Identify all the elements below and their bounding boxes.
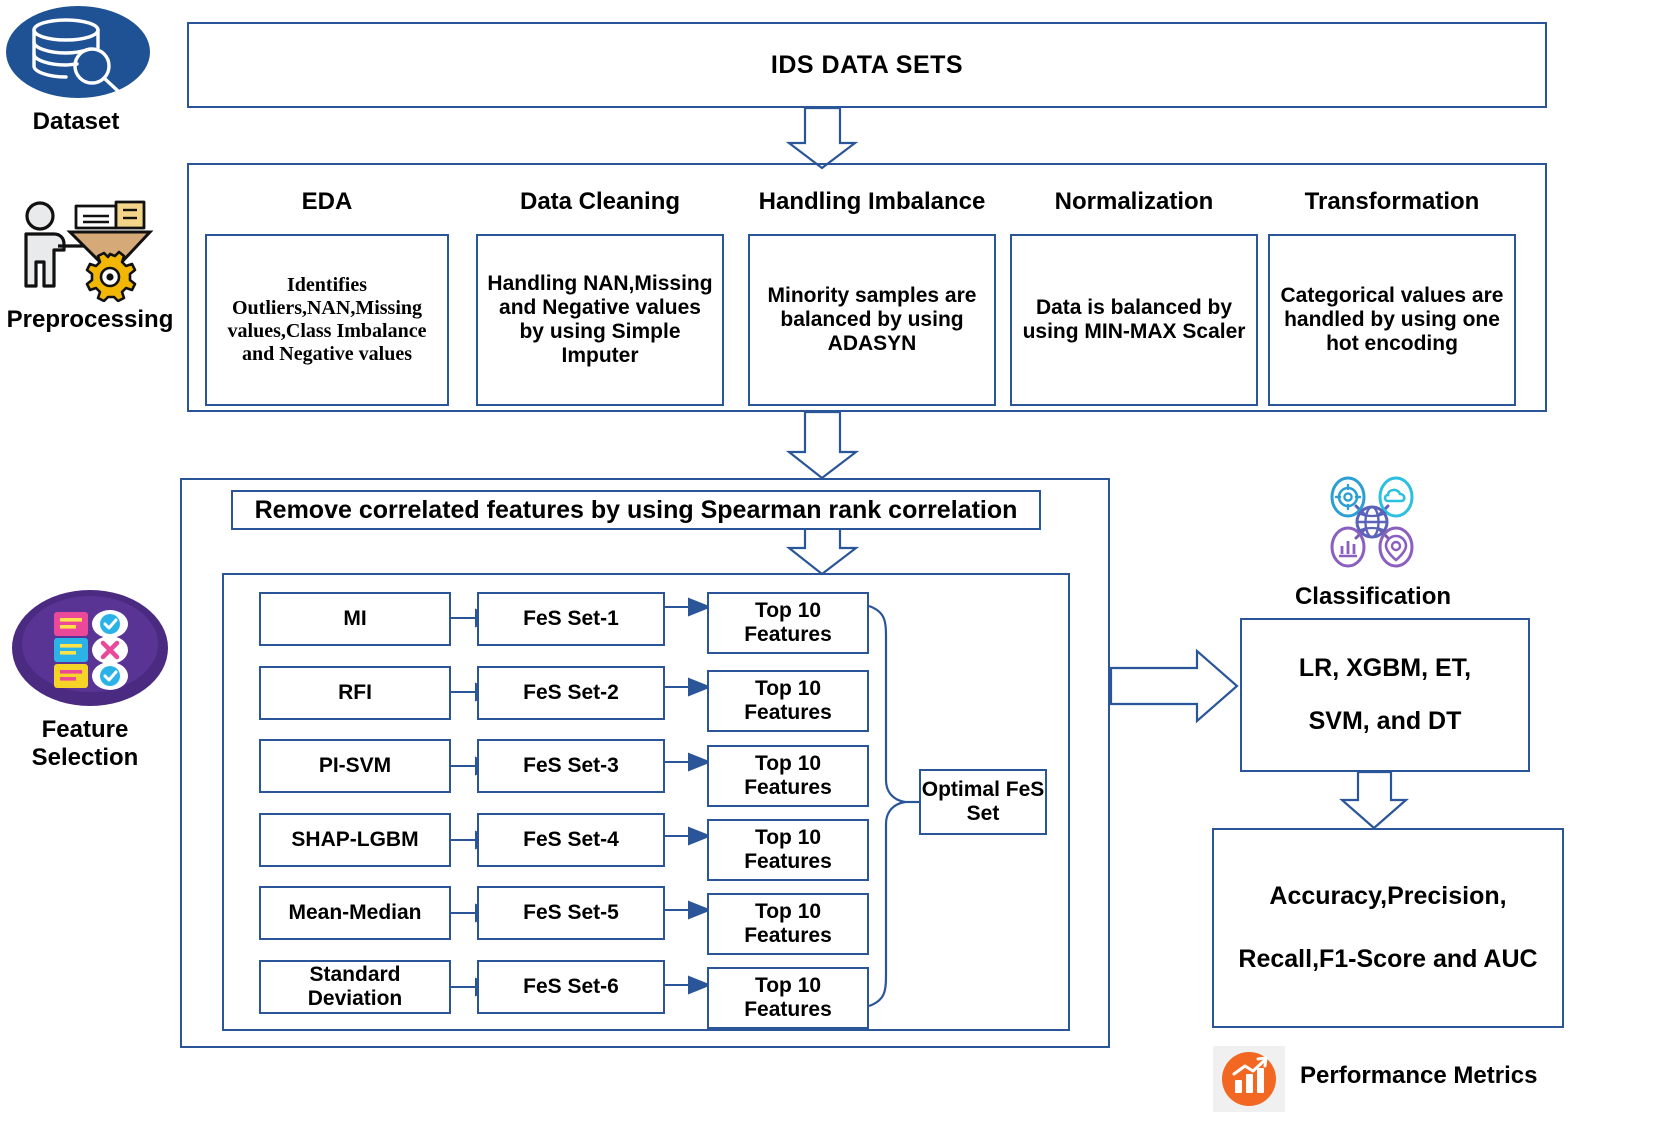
fs-set-label-2: FeS Set-2 bbox=[523, 680, 619, 704]
preprocessing-heading-transformation: Transformation bbox=[1304, 188, 1480, 215]
fs-method-label-1: MI bbox=[343, 606, 367, 630]
fs-method-box-3: PI-SVM bbox=[259, 739, 451, 793]
fs-top10-box-3: Top 10 Features bbox=[707, 745, 869, 807]
fs-method-box-5: Mean-Median bbox=[259, 886, 451, 940]
arrow-dataset-to-preprocessing bbox=[785, 106, 859, 170]
fs-method-box-4: SHAP-LGBM bbox=[259, 813, 451, 867]
preprocessing-body-data-cleaning: Handling NAN,Missing and Negative values… bbox=[476, 234, 724, 406]
preprocessing-heading-data-cleaning: Data Cleaning bbox=[519, 188, 681, 215]
preprocessing-body-handling-imbalance: Minority samples are balanced by using A… bbox=[748, 234, 996, 406]
fs-method-box-1: MI bbox=[259, 592, 451, 646]
arrow-classification-to-performance bbox=[1339, 770, 1409, 830]
fs-set-box-1: FeS Set-1 bbox=[477, 592, 665, 646]
fs-top10-label-3: Top 10 Features bbox=[744, 751, 832, 799]
fs-method-label-4: SHAP-LGBM bbox=[291, 827, 419, 851]
fs-top10-box-4: Top 10 Features bbox=[707, 819, 869, 881]
stage-label-feature-selection-line2: Selection bbox=[31, 744, 139, 771]
preprocessing-body-eda: Identifies Outliers,NAN,Missing values,C… bbox=[205, 234, 449, 406]
performance-metrics-line2: Recall,F1-Score and AUC bbox=[1238, 945, 1538, 973]
preprocessing-body-transformation-text: Categorical values are handled by using … bbox=[1280, 283, 1504, 356]
fs-method-box-2: RFI bbox=[259, 666, 451, 720]
ids-datasets-box: IDS DATA SETS bbox=[187, 22, 1547, 108]
preprocessing-icon bbox=[8, 190, 176, 303]
fs-top10-label-1: Top 10 Features bbox=[744, 598, 832, 646]
classification-models-line2: SVM, and DT bbox=[1308, 707, 1462, 735]
fs-set-label-5: FeS Set-5 bbox=[523, 900, 619, 924]
fs-set-label-1: FeS Set-1 bbox=[523, 606, 619, 630]
preprocessing-body-data-cleaning-text: Handling NAN,Missing and Negative values… bbox=[487, 271, 713, 368]
arrow-featureselection-to-classification bbox=[1109, 648, 1239, 724]
fs-set-label-3: FeS Set-3 bbox=[523, 753, 619, 777]
performance-metrics-box: Accuracy,Precision, Recall,F1-Score and … bbox=[1212, 828, 1564, 1028]
fs-top10-label-4: Top 10 Features bbox=[744, 825, 832, 873]
fs-set-label-6: FeS Set-6 bbox=[523, 974, 619, 998]
preprocessing-heading-normalization: Normalization bbox=[1054, 188, 1214, 215]
spearman-correlation-text: Remove correlated features by using Spea… bbox=[254, 495, 1018, 524]
feature-selection-icon bbox=[10, 588, 170, 708]
fs-set-box-5: FeS Set-5 bbox=[477, 886, 665, 940]
classification-models-box: LR, XGBM, ET, SVM, and DT bbox=[1240, 618, 1530, 772]
spearman-correlation-box: Remove correlated features by using Spea… bbox=[231, 490, 1041, 530]
fs-method-label-3: PI-SVM bbox=[318, 753, 392, 777]
fs-set-box-2: FeS Set-2 bbox=[477, 666, 665, 720]
preprocessing-body-normalization-text: Data is balanced by using MIN-MAX Scaler bbox=[1022, 295, 1246, 343]
fs-method-label-5: Mean-Median bbox=[288, 900, 422, 924]
fs-method-box-6: Standard Deviation bbox=[259, 960, 451, 1014]
preprocessing-body-handling-imbalance-text: Minority samples are balanced by using A… bbox=[767, 283, 977, 356]
stage-label-classification: Classification bbox=[1294, 583, 1452, 610]
fs-set-box-4: FeS Set-4 bbox=[477, 813, 665, 867]
preprocessing-body-eda-text: Identifies Outliers,NAN,Missing values,C… bbox=[227, 274, 427, 365]
fs-top10-label-2: Top 10 Features bbox=[744, 676, 832, 724]
fs-top10-box-6: Top 10 Features bbox=[707, 967, 869, 1029]
optimal-fes-set-label: Optimal FeS Set bbox=[921, 777, 1045, 825]
fs-top10-label-6: Top 10 Features bbox=[744, 973, 832, 1021]
stage-label-performance-metrics: Performance Metrics bbox=[1300, 1062, 1538, 1089]
preprocessing-container bbox=[187, 163, 1547, 412]
fs-top10-label-5: Top 10 Features bbox=[744, 899, 832, 947]
classification-models-line1: LR, XGBM, ET, bbox=[1298, 654, 1472, 683]
fs-top10-box-5: Top 10 Features bbox=[707, 893, 869, 955]
stage-label-preprocessing: Preprocessing bbox=[6, 306, 174, 333]
classification-icon bbox=[1318, 468, 1426, 576]
optimal-fes-set-box: Optimal FeS Set bbox=[919, 769, 1047, 835]
fs-set-box-6: FeS Set-6 bbox=[477, 960, 665, 1014]
fs-set-label-4: FeS Set-4 bbox=[523, 827, 619, 851]
fs-method-label-6: Standard Deviation bbox=[307, 962, 403, 1010]
performance-metrics-icon bbox=[1213, 1046, 1285, 1112]
fs-top10-box-2: Top 10 Features bbox=[707, 670, 869, 732]
stage-label-dataset: Dataset bbox=[32, 108, 120, 135]
fs-top10-box-1: Top 10 Features bbox=[707, 592, 869, 654]
preprocessing-body-transformation: Categorical values are handled by using … bbox=[1268, 234, 1516, 406]
feature-selection-container bbox=[180, 478, 1110, 1048]
ids-datasets-title: IDS DATA SETS bbox=[770, 50, 964, 79]
performance-metrics-line1: Accuracy,Precision, bbox=[1269, 882, 1507, 911]
preprocessing-heading-handling-imbalance: Handling Imbalance bbox=[758, 188, 986, 215]
fs-method-label-2: RFI bbox=[338, 680, 372, 704]
dataset-icon bbox=[4, 4, 152, 100]
preprocessing-body-normalization: Data is balanced by using MIN-MAX Scaler bbox=[1010, 234, 1258, 406]
feature-methods-container bbox=[222, 573, 1070, 1031]
arrow-preprocessing-to-featureselection bbox=[785, 410, 860, 480]
stage-label-feature-selection-line1: Feature bbox=[41, 716, 129, 743]
preprocessing-heading-eda: EDA bbox=[301, 188, 353, 215]
fs-set-box-3: FeS Set-3 bbox=[477, 739, 665, 793]
